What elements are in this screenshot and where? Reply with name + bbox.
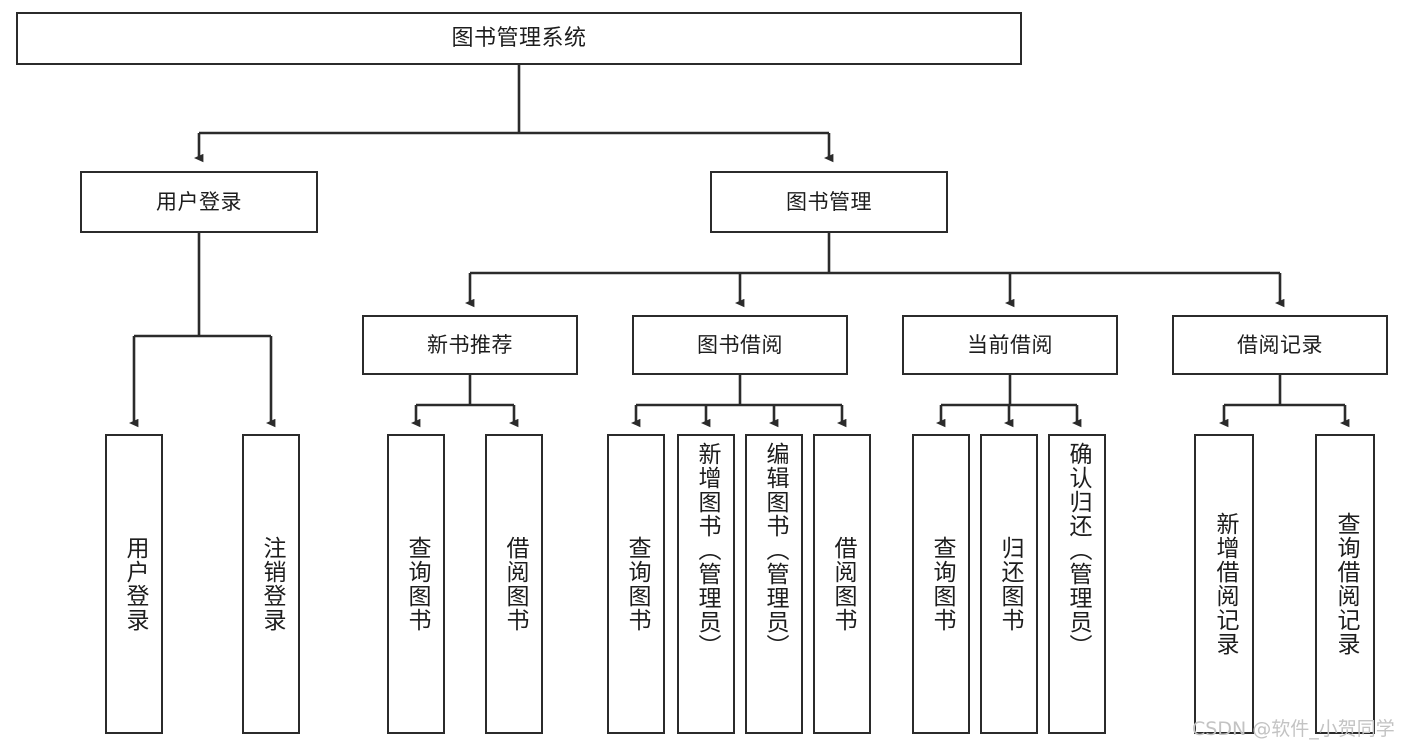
- leaf-current-borrow-query[interactable]: 查询图书: [912, 434, 970, 734]
- node-label: 借阅图书: [501, 536, 528, 632]
- leaf-book-borrow-borrow[interactable]: 借阅图书: [813, 434, 871, 734]
- node-book-borrow[interactable]: 图书借阅: [632, 315, 848, 375]
- node-borrow-record[interactable]: 借阅记录: [1172, 315, 1388, 375]
- leaf-user-login-login[interactable]: 用户登录: [105, 434, 163, 734]
- leaf-user-login-logout[interactable]: 注销登录: [242, 434, 300, 734]
- node-label: 当前借阅: [967, 332, 1053, 357]
- node-user-login[interactable]: 用户登录: [80, 171, 318, 233]
- node-label: 编辑图书（管理员）: [761, 442, 788, 658]
- node-label: 查询图书: [623, 536, 650, 632]
- node-label: 归还图书: [996, 536, 1023, 632]
- node-label: 查询图书: [928, 536, 955, 632]
- leaf-book-borrow-add[interactable]: 新增图书（管理员）: [677, 434, 735, 734]
- node-label: 借阅图书: [829, 536, 856, 632]
- node-label: 新增借阅记录: [1211, 512, 1238, 656]
- leaf-new-book-borrow[interactable]: 借阅图书: [485, 434, 543, 734]
- node-new-book-recommend[interactable]: 新书推荐: [362, 315, 578, 375]
- leaf-book-borrow-edit[interactable]: 编辑图书（管理员）: [745, 434, 803, 734]
- leaf-new-book-query[interactable]: 查询图书: [387, 434, 445, 734]
- node-label: 注销登录: [258, 536, 285, 632]
- node-current-borrow[interactable]: 当前借阅: [902, 315, 1118, 375]
- node-root-system[interactable]: 图书管理系统: [16, 12, 1022, 65]
- leaf-book-borrow-query[interactable]: 查询图书: [607, 434, 665, 734]
- leaf-borrow-record-query[interactable]: 查询借阅记录: [1315, 434, 1375, 734]
- node-label: 查询图书: [403, 536, 430, 632]
- node-label: 确认归还（管理员）: [1064, 442, 1091, 658]
- node-label: 图书管理系统: [451, 25, 587, 51]
- node-label: 新增图书（管理员）: [693, 442, 720, 658]
- node-book-management[interactable]: 图书管理: [710, 171, 948, 233]
- node-label: 图书管理: [786, 189, 872, 214]
- leaf-current-borrow-confirm-return[interactable]: 确认归还（管理员）: [1048, 434, 1106, 734]
- node-label: 用户登录: [156, 189, 242, 214]
- leaf-current-borrow-return[interactable]: 归还图书: [980, 434, 1038, 734]
- leaf-borrow-record-add[interactable]: 新增借阅记录: [1194, 434, 1254, 734]
- watermark: CSDN @软件_小贺同学: [1192, 718, 1395, 740]
- node-label: 查询借阅记录: [1332, 512, 1359, 656]
- node-label: 图书借阅: [697, 332, 783, 357]
- node-label: 新书推荐: [427, 332, 513, 357]
- node-label: 借阅记录: [1237, 332, 1323, 357]
- node-label: 用户登录: [121, 536, 148, 632]
